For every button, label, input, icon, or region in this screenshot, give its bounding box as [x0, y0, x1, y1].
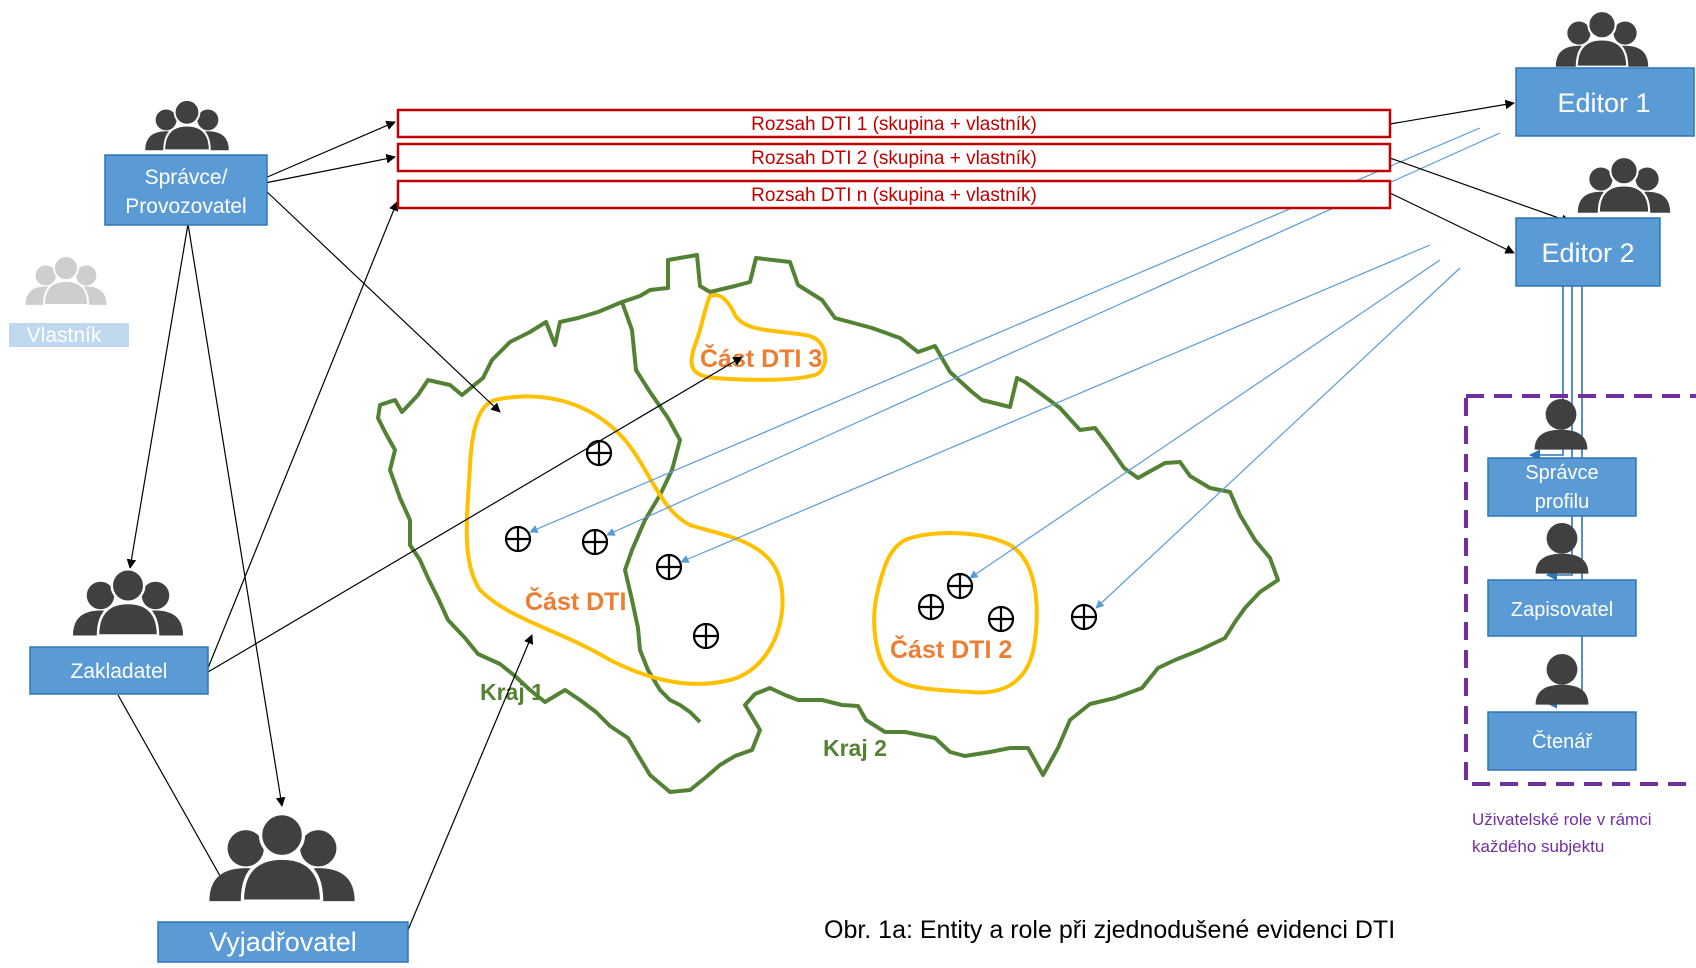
crosshair-icon: [987, 605, 1015, 633]
people-group-icon: [1576, 156, 1672, 214]
role-spravce-profilu-line2: profilu: [1535, 491, 1589, 513]
region-kraj-2-label: Kraj 2: [823, 735, 887, 761]
actor-spravce-label-line1: Správce/: [145, 166, 228, 189]
actor-editor2: Editor 2: [1515, 156, 1672, 287]
crosshair-icon: [1070, 603, 1098, 631]
user-roles-caption-line2: každého subjektu: [1472, 837, 1604, 856]
crosshair-icon: [946, 572, 974, 600]
user-roles-frame: [1464, 394, 1696, 786]
crosshair-icon: [692, 622, 720, 650]
actor-spravce: Správce/ Provozovatel: [104, 98, 268, 226]
crosshair-icon: [655, 553, 683, 581]
actor-zakladatel: Zakladatel: [29, 568, 209, 695]
actor-spravce-label-line2: Provozovatel: [125, 195, 246, 218]
scope-box-1: Rozsah DTI 1 (skupina + vlastník): [396, 108, 1392, 139]
scope-box-n: Rozsah DTI n (skupina + vlastník): [396, 179, 1392, 210]
dti-part-3-outline: [689, 293, 828, 382]
person-icon: [1535, 523, 1589, 574]
role-ctenar: Čtenář: [1487, 654, 1637, 771]
crosshair-icon: [504, 525, 532, 553]
relationship-arrows: [117, 99, 1571, 931]
dti-part-2-outline: [872, 531, 1039, 695]
scope-label-n: Rozsah DTI n (skupina + vlastník): [751, 185, 1037, 206]
actor-vyjadrovatel-label: Vyjadřovatel: [209, 927, 357, 957]
user-roles-caption-line1: Uživatelské role v rámci: [1472, 810, 1652, 829]
region-outline-kraj-1: [376, 253, 1280, 794]
role-spravce-profilu-line1: Správce: [1525, 462, 1598, 484]
person-icon: [1534, 399, 1588, 450]
actor-editor2-label: Editor 2: [1541, 238, 1634, 268]
people-group-icon: [144, 98, 230, 152]
dti-point-markers: [504, 439, 1098, 650]
person-icon: [1535, 654, 1589, 705]
role-spravce-profilu: Správce profilu: [1487, 399, 1637, 517]
crosshair-icon: [585, 439, 613, 467]
actor-zakladatel-label: Zakladatel: [71, 660, 168, 683]
role-zapisovatel: Zapisovatel: [1487, 523, 1637, 637]
actor-vyjadrovatel: Vyjadřovatel: [157, 812, 409, 963]
dti-part-3-label: Část DTI 3: [700, 343, 822, 373]
crosshair-icon: [917, 593, 945, 621]
dti-part-main-outline: [464, 394, 785, 686]
people-group-icon: [71, 568, 185, 637]
dti-part-main-label: Část DTI: [525, 586, 626, 616]
actor-editor1: Editor 1: [1515, 10, 1695, 137]
scope-label-1: Rozsah DTI 1 (skupina + vlastník): [751, 114, 1037, 135]
dti-part-2-label: Část DTI 2: [890, 634, 1012, 664]
people-group-icon: [24, 255, 108, 306]
scope-box-2: Rozsah DTI 2 (skupina + vlastník): [396, 142, 1392, 173]
people-group-icon: [1554, 10, 1650, 68]
actor-vlastnik: Vlastník: [9, 255, 129, 347]
role-zapisovatel-label: Zapisovatel: [1511, 599, 1613, 621]
people-group-icon: [207, 812, 357, 903]
scope-label-2: Rozsah DTI 2 (skupina + vlastník): [751, 148, 1037, 169]
figure-caption: Obr. 1a: Entity a role při zjednodušené …: [824, 916, 1395, 944]
dti-part-outlines: [464, 293, 1039, 695]
actor-editor1-label: Editor 1: [1557, 88, 1650, 118]
crosshair-icon: [581, 528, 609, 556]
role-ctenar-label: Čtenář: [1532, 730, 1593, 753]
actor-vlastnik-label: Vlastník: [27, 324, 102, 347]
